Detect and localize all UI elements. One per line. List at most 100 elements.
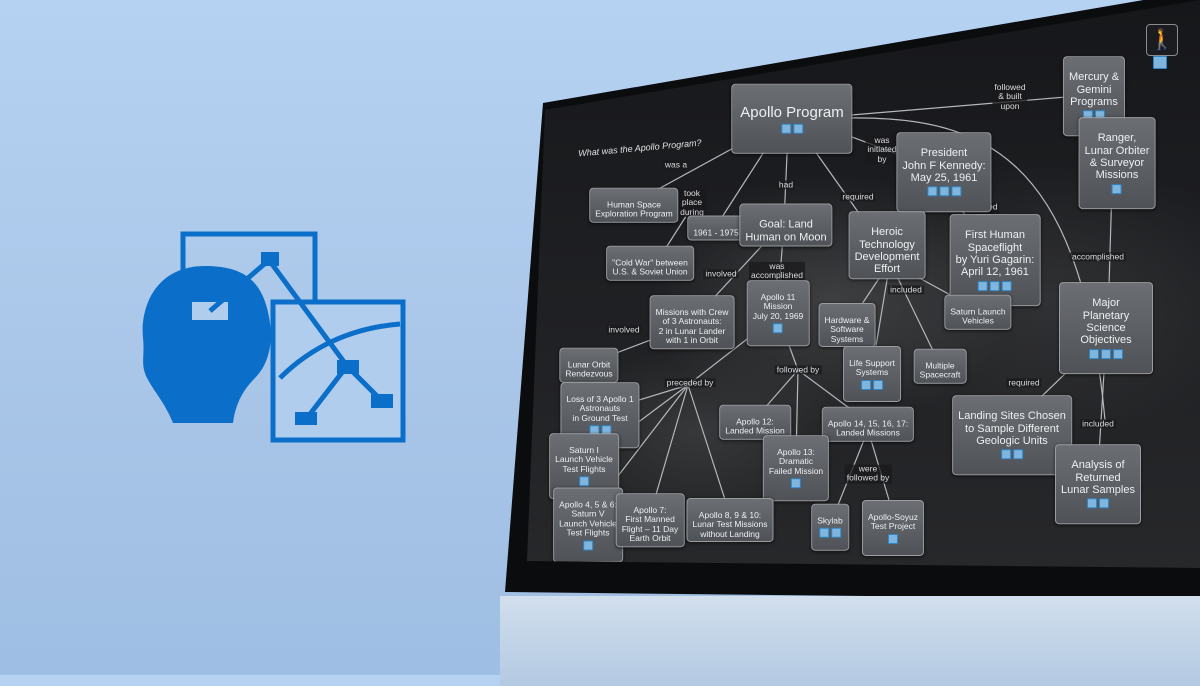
concept-label: Heroic Technology Development Effort bbox=[854, 226, 920, 276]
link-label: was a bbox=[662, 159, 690, 170]
concept-node-human-space[interactable]: Human Space Exploration Program bbox=[589, 187, 679, 223]
concept-node-apollo-soyuz[interactable]: Apollo-Soyuz Test Project bbox=[861, 499, 925, 557]
concept-label: Apollo 7: First Manned Flight – 11 Day E… bbox=[621, 504, 679, 544]
link-label: followed by bbox=[774, 364, 822, 375]
concept-label: Apollo 11 Mission July 20, 1969 bbox=[752, 291, 804, 321]
concept-label: Missions with Crew of 3 Astronauts: 2 in… bbox=[655, 306, 729, 346]
concept-node-apollo-8-10[interactable]: Apollo 8, 9 & 10: Lunar Test Missions wi… bbox=[686, 497, 774, 543]
concept-node-major-planetary[interactable]: Major Planetary Science Objectives bbox=[1059, 282, 1153, 374]
concept-label: "Cold War" between U.S. & Soviet Union bbox=[612, 257, 688, 277]
concept-label: Saturn I Launch Vehicle Test Flights bbox=[555, 444, 613, 474]
concept-node-apollo-11[interactable]: Apollo 11 Mission July 20, 1969 bbox=[746, 280, 810, 346]
image-resource-icon[interactable] bbox=[772, 323, 783, 334]
concept-node-hardware-software[interactable]: Hardware & Software Systems bbox=[818, 302, 876, 348]
concept-label: Apollo 14, 15, 16, 17: Landed Missions bbox=[827, 418, 909, 438]
concept-label: Lunar Orbit Rendezvous bbox=[565, 359, 613, 379]
image-resource-icon[interactable] bbox=[582, 540, 593, 551]
concept-node-saturn-launch[interactable]: Saturn Launch Vehicles bbox=[944, 294, 1012, 330]
image-resource-icon[interactable] bbox=[578, 476, 589, 487]
concept-node-apollo-program[interactable]: Apollo Program bbox=[731, 83, 853, 155]
concept-label: Skylab bbox=[817, 515, 843, 526]
small-resource-icon[interactable] bbox=[1153, 56, 1167, 69]
image-resource-icon[interactable] bbox=[1087, 498, 1097, 509]
resource-icons bbox=[817, 527, 843, 538]
document-resource-icon[interactable] bbox=[1099, 498, 1109, 509]
monitor-stand bbox=[500, 596, 1200, 686]
image-resource-icon[interactable] bbox=[818, 527, 829, 538]
link-label: required bbox=[1006, 377, 1042, 388]
concept-label: Multiple Spacecraft bbox=[919, 360, 961, 380]
document-resource-icon[interactable] bbox=[792, 123, 803, 134]
concept-node-analysis-lunar-samples[interactable]: Analysis of Returned Lunar Samples bbox=[1055, 444, 1141, 524]
resource-icons bbox=[753, 323, 804, 334]
concept-node-missions-crew[interactable]: Missions with Crew of 3 Astronauts: 2 in… bbox=[649, 295, 735, 349]
concept-label: Human Space Exploration Program bbox=[595, 199, 673, 219]
concept-node-lunar-orbit[interactable]: Lunar Orbit Rendezvous bbox=[559, 347, 619, 383]
concept-node-life-support[interactable]: Life Support Systems bbox=[843, 345, 901, 403]
image-resource-icon[interactable] bbox=[780, 123, 791, 134]
link-label: required bbox=[840, 191, 876, 202]
link-line bbox=[687, 384, 731, 516]
document-resource-icon[interactable] bbox=[873, 379, 883, 390]
concept-node-first-human-spaceflight[interactable]: First Human Spaceflight by Yuri Gagarin:… bbox=[949, 214, 1041, 306]
concept-node-apollo-7[interactable]: Apollo 7: First Manned Flight – 11 Day E… bbox=[615, 493, 685, 547]
document-resource-icon[interactable] bbox=[1101, 348, 1111, 359]
concept-node-apollo-12[interactable]: Apollo 12: Landed Mission bbox=[719, 404, 791, 440]
concept-label: Ranger, Lunar Orbiter & Surveyor Mission… bbox=[1084, 132, 1150, 182]
concept-node-ranger[interactable]: Ranger, Lunar Orbiter & Surveyor Mission… bbox=[1078, 117, 1156, 209]
concept-node-goal[interactable]: Goal: Land Human on Moon bbox=[739, 203, 833, 247]
link-label: involved bbox=[703, 268, 739, 279]
link-label: preceded by bbox=[664, 377, 716, 388]
image-resource-icon[interactable] bbox=[926, 186, 937, 197]
image-resource-icon[interactable] bbox=[790, 478, 801, 489]
link-label: involved bbox=[606, 324, 642, 335]
image-resource-icon[interactable] bbox=[888, 533, 898, 544]
concept-node-skylab[interactable]: Skylab bbox=[811, 503, 849, 551]
concept-node-multiple-spacecraft[interactable]: Multiple Spacecraft bbox=[913, 348, 967, 384]
link-line bbox=[889, 261, 941, 366]
resource-icons bbox=[740, 123, 843, 134]
concept-label: Goal: Land Human on Moon bbox=[745, 218, 827, 244]
concept-node-years[interactable]: 1961 - 1975 bbox=[687, 215, 745, 241]
concept-node-heroic-technology[interactable]: Heroic Technology Development Effort bbox=[848, 211, 926, 279]
person-icon[interactable]: 🚶 bbox=[1146, 24, 1178, 56]
concept-node-apollo-4-6[interactable]: Apollo 4, 5 & 6: Saturn V Launch Vehicle… bbox=[553, 487, 623, 563]
concept-label: Analysis of Returned Lunar Samples bbox=[1061, 459, 1135, 497]
resource-icons bbox=[958, 449, 1066, 460]
video-resource-icon[interactable] bbox=[1002, 280, 1012, 291]
resource-icons bbox=[1065, 348, 1147, 359]
resource-icons bbox=[868, 533, 918, 544]
resource-icons bbox=[1085, 183, 1150, 194]
image-resource-icon[interactable] bbox=[1089, 348, 1099, 359]
resource-icons bbox=[555, 476, 613, 487]
resource-icons bbox=[849, 379, 895, 390]
concept-label: Apollo Program bbox=[740, 103, 844, 121]
image-resource-icon[interactable] bbox=[861, 379, 871, 390]
link-label: accomplished bbox=[1070, 251, 1126, 262]
image-resource-icon[interactable] bbox=[978, 280, 988, 291]
concept-node-landing-sites[interactable]: Landing Sites Chosen to Sample Different… bbox=[952, 395, 1072, 475]
concept-label: 1961 - 1975 bbox=[693, 227, 739, 237]
video-resource-icon[interactable] bbox=[950, 186, 961, 197]
concept-node-president-kennedy[interactable]: President John F Kennedy: May 25, 1961 bbox=[896, 132, 992, 212]
resource-icons bbox=[956, 280, 1035, 291]
document-resource-icon[interactable] bbox=[830, 527, 841, 538]
image-resource-icon[interactable] bbox=[1112, 183, 1122, 194]
resource-icons bbox=[559, 540, 617, 551]
image-resource-icon[interactable] bbox=[1000, 449, 1011, 460]
link-label: followed & built upon bbox=[992, 81, 1028, 112]
concept-label: Apollo-Soyuz Test Project bbox=[867, 511, 919, 531]
concept-node-apollo-14-17[interactable]: Apollo 14, 15, 16, 17: Landed Missions bbox=[821, 406, 915, 442]
document-resource-icon[interactable] bbox=[1012, 449, 1023, 460]
concept-node-apollo-13[interactable]: Apollo 13: Dramatic Failed Mission bbox=[762, 435, 830, 501]
video-resource-icon[interactable] bbox=[1113, 348, 1123, 359]
concept-label: First Human Spaceflight by Yuri Gagarin:… bbox=[955, 229, 1035, 279]
concept-label: Apollo 12: Landed Mission bbox=[725, 416, 785, 436]
concept-node-cold-war[interactable]: "Cold War" between U.S. & Soviet Union bbox=[606, 245, 694, 281]
concept-label: Life Support Systems bbox=[849, 357, 895, 377]
document-resource-icon[interactable] bbox=[990, 280, 1000, 291]
link-label: took place during bbox=[678, 187, 706, 218]
document-resource-icon[interactable] bbox=[938, 186, 949, 197]
concept-label: Apollo 4, 5 & 6: Saturn V Launch Vehicle… bbox=[559, 498, 617, 538]
